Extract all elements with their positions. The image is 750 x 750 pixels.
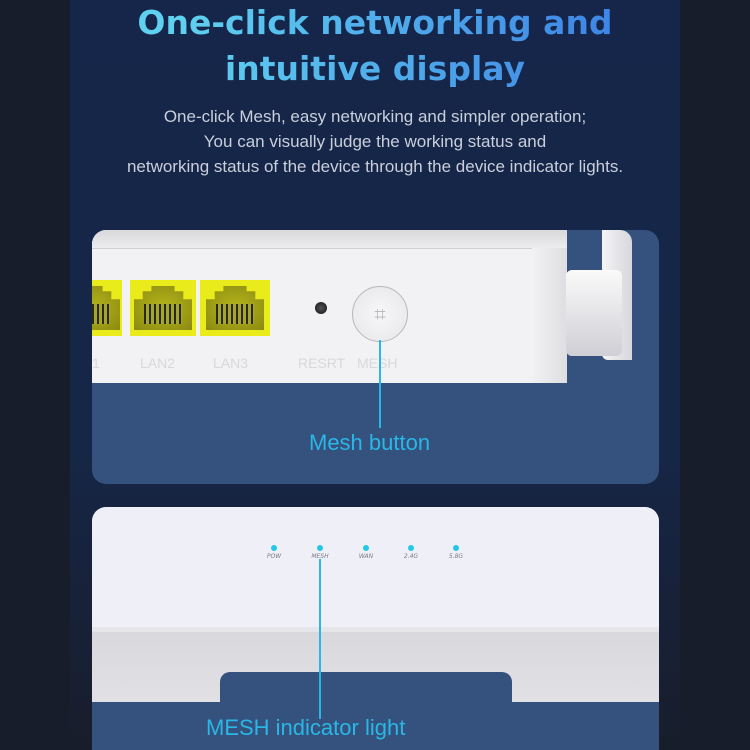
led-2-4g-label: 2.4G [403,553,419,560]
router-rear-body: 1 LAN2 LAN3 RESRT ⌗ MESH [92,230,567,383]
mesh-logo-icon: ⌗ [374,302,386,326]
mesh-led-leader-line [319,559,321,719]
led-wan [363,545,369,551]
mesh-button-callout: Mesh button [309,430,431,455]
led-pow-label: POW [266,553,282,560]
antenna-joint [566,270,622,356]
router-rear-panel: 1 LAN2 LAN3 RESRT ⌗ MESH Mesh button [92,230,659,484]
reset-label: RESRT [298,355,346,371]
router-front-body: POW MESH WAN 2.4G 5.8G [92,507,659,702]
led-wan-label: WAN [358,553,374,560]
ethernet-jack-icon [206,286,264,330]
reset-pinhole[interactable] [315,302,327,314]
router-base-cutout [220,672,512,750]
lan3-port [200,280,270,336]
lan3-label: LAN3 [213,355,249,371]
subtitle-line-2: You can visually judge the working statu… [203,132,547,151]
led-2-4g [408,545,414,551]
ethernet-jack-icon [92,286,120,330]
lan2-port [130,280,196,336]
led-5-8g-label: 5.8G [448,553,464,560]
lan1-port [92,280,122,336]
led-mesh-label: MESH [311,553,329,560]
subtitle: One-click Mesh, easy networking and simp… [0,104,750,179]
led-mesh [317,545,323,551]
router-side-shading [532,248,567,383]
led-5-8g [453,545,459,551]
mesh-led-callout: MESH indicator light [206,715,406,740]
lan2-label: LAN2 [140,355,176,371]
mesh-button[interactable]: ⌗ [352,286,408,342]
antenna-hinge [566,230,659,383]
headline-line-2: intuitive display [0,46,750,92]
router-front-panel: POW MESH WAN 2.4G 5.8G MESH indicator li… [92,507,659,750]
subtitle-line-3: networking status of the device through … [126,157,624,176]
mesh-label: MESH [357,355,398,371]
subtitle-line-1: One-click Mesh, easy networking and simp… [163,107,587,126]
ethernet-jack-icon [134,286,192,330]
headline-line-1: One-click networking and [0,0,750,46]
led-pow [271,545,277,551]
mesh-button-leader-line [379,340,381,428]
router-top-edge [92,230,567,249]
lan1-label: 1 [92,355,100,371]
